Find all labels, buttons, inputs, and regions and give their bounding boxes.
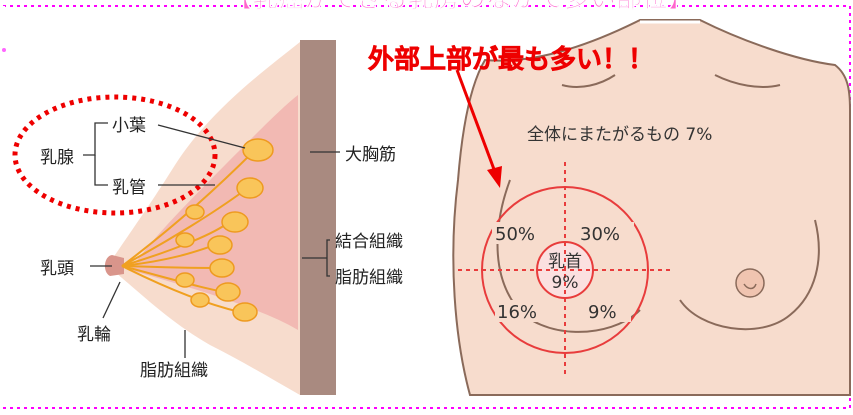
border-dot	[2, 48, 6, 52]
quadrant-upper-outer: 50%	[495, 224, 535, 245]
quadrant-lower-inner: 9%	[588, 302, 617, 323]
label-mammary-gland: 乳腺	[40, 148, 74, 168]
label-areola: 乳輪	[77, 325, 111, 345]
torso-shape	[452, 19, 851, 396]
left-edge	[1, 6, 5, 406]
annotation-arrow-head	[487, 166, 502, 188]
banner-title: 【乳癌ができる乳房のなかで多い部位】	[226, 0, 693, 14]
center-label: 乳首	[548, 252, 582, 272]
collarbone-right	[714, 74, 781, 88]
torso-illustration: 50% 30% 16% 9% 乳首 9% 全体にまたがるもの 7% 外部上部が最…	[368, 19, 851, 396]
breast-contour-right	[679, 219, 820, 331]
cross-section-illustration: 乳腺 小葉 乳管 大胸筋 結合組織 脂肪組織 乳頭 乳輪 脂肪組織	[12, 40, 403, 395]
quadrant-upper-inner: 30%	[580, 224, 620, 245]
label-nipple: 乳頭	[40, 259, 74, 279]
bg-lower-outer	[495, 300, 547, 322]
annotation-text: 外部上部が最も多い！！	[368, 44, 654, 75]
quadrant-lower-outer: 16%	[497, 302, 537, 323]
whole-area-label: 全体にまたがるもの 7%	[527, 125, 712, 145]
label-lobule: 小葉	[112, 116, 146, 136]
lobules	[175, 138, 274, 322]
label-duct: 乳管	[112, 178, 146, 198]
right-areola	[735, 268, 765, 298]
label-fat-tissue-bottom: 脂肪組織	[140, 361, 208, 381]
leader-lines	[83, 122, 340, 358]
label-fat-tissue-inner: 脂肪組織	[335, 268, 403, 288]
collarbone-left	[561, 74, 616, 88]
nipple-shape	[104, 255, 124, 276]
label-pectoral-muscle: 大胸筋	[345, 145, 396, 165]
center-value: 9%	[552, 273, 579, 293]
label-connective-tissue: 結合組織	[335, 232, 403, 252]
right-nipple	[743, 283, 757, 290]
pectoral-muscle-shape	[300, 40, 336, 395]
bg-lower-inner	[586, 300, 631, 322]
bg-upper-inner	[578, 222, 634, 244]
annotation-arrow-line	[455, 69, 497, 173]
bg-upper-outer	[492, 222, 544, 244]
gland-highlight-ellipse	[12, 94, 218, 216]
